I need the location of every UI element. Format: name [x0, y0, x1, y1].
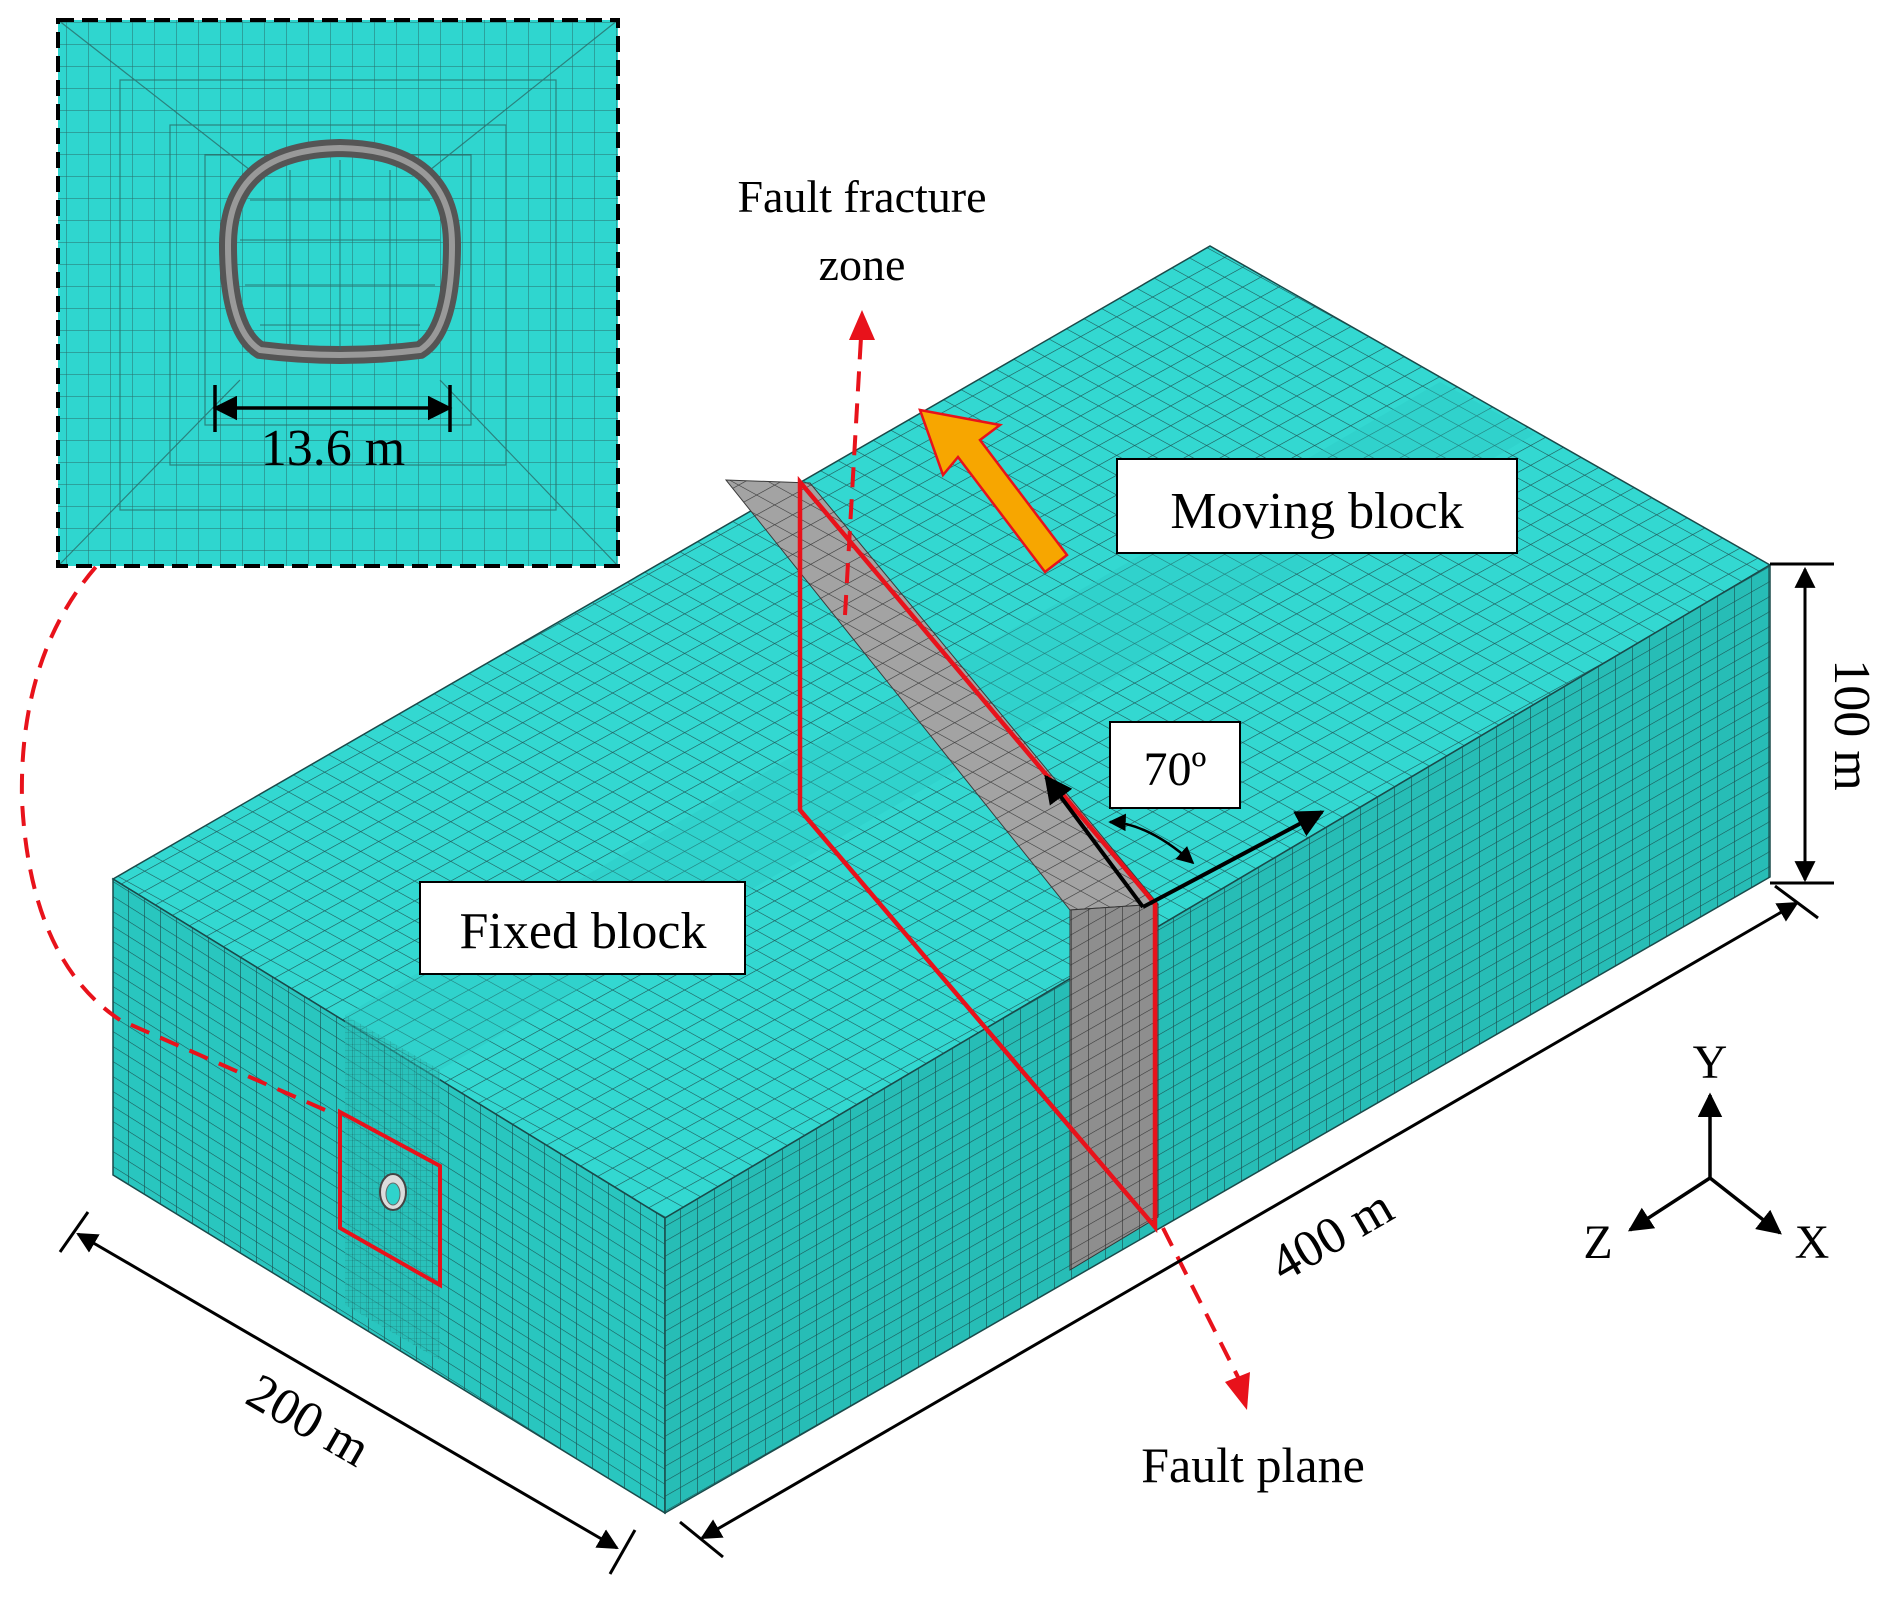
fixed-block-label: Fixed block [460, 903, 707, 960]
tunnel-width-label: 13.6 m [261, 420, 405, 477]
moving-block-label-box [1116, 458, 1518, 554]
moving-block-label: Moving block [1170, 483, 1463, 540]
inset-tunnel-detail [56, 18, 620, 568]
moving-direction-arrow [918, 408, 1069, 574]
angle-label: 70º [1144, 743, 1207, 796]
width-dimension-label: 200 m [237, 1363, 379, 1478]
length-dimension-label: 400 m [1261, 1178, 1403, 1293]
tunnel-opening [379, 1173, 407, 1211]
axis-y-label: Y [1693, 1036, 1728, 1089]
height-dimension-label: 100 m [1823, 659, 1877, 790]
fault-fracture-zone-label-1: Fault fracture [737, 171, 986, 222]
inset-leader [19, 523, 326, 1112]
coordinate-axes [1627, 1092, 1782, 1235]
angle-indicator [1044, 774, 1325, 909]
fault-zone-leader [843, 319, 864, 616]
axis-x-label: X [1795, 1216, 1830, 1269]
fault-plane-leader [1161, 1227, 1244, 1386]
axis-z-label: Z [1583, 1216, 1612, 1269]
fault-plane-label: Fault plane [1141, 1437, 1365, 1493]
angle-label-box [1109, 721, 1241, 809]
dimensions [58, 562, 1834, 1575]
fixed-block-label-box [419, 881, 746, 975]
fault-fracture-zone-label-2: zone [819, 239, 906, 290]
